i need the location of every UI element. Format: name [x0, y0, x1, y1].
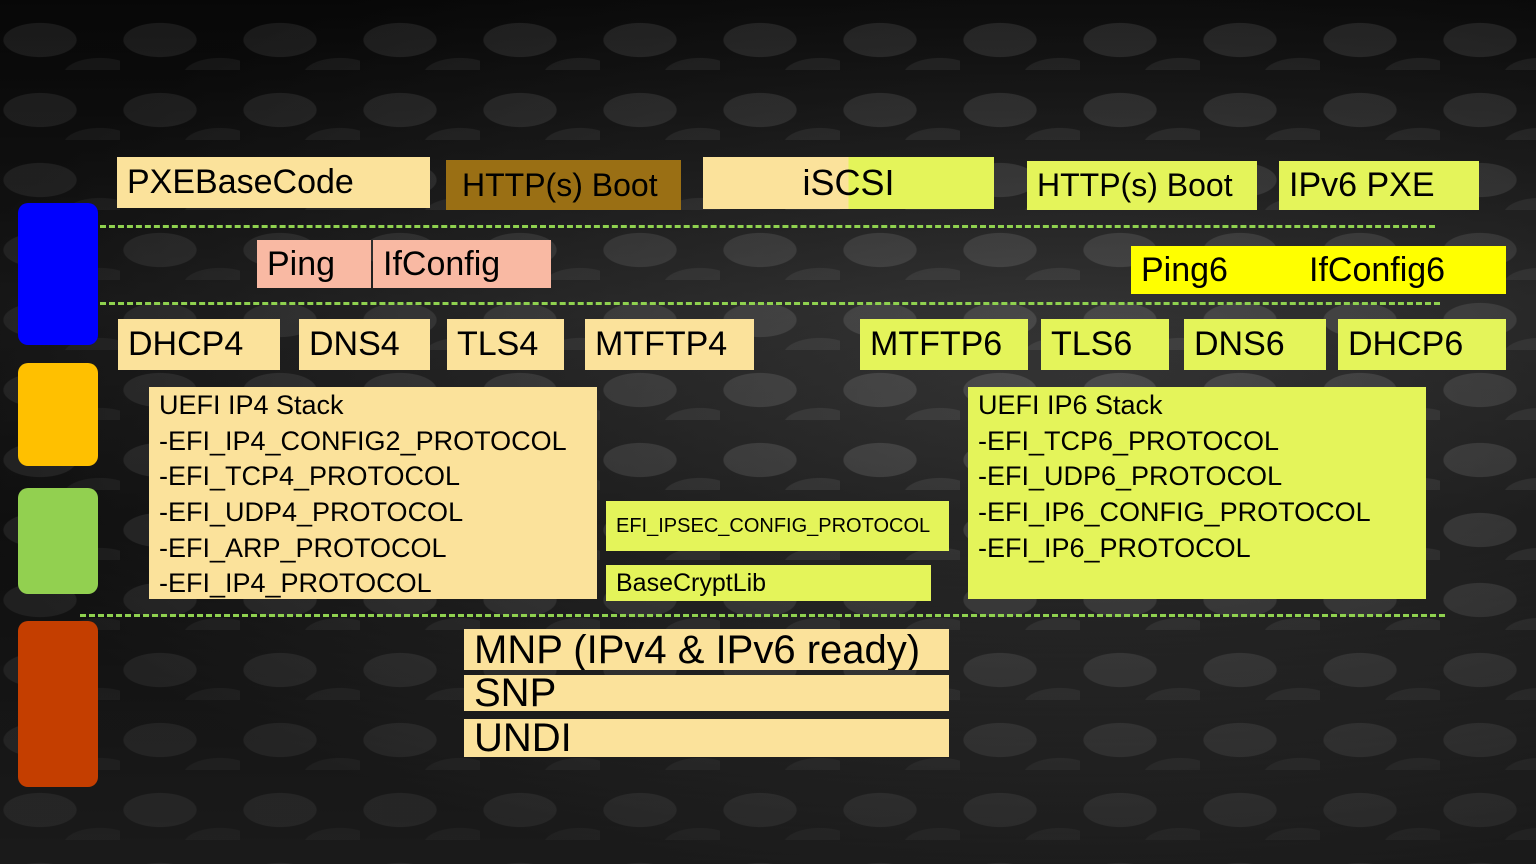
- ping-box: Ping: [257, 240, 371, 288]
- ip6-stack-line: -EFI_TCP6_PROTOCOL: [978, 425, 1280, 456]
- http-boot-ipv4-box: HTTP(s) Boot: [446, 160, 681, 210]
- ip4-stack-line: -EFI_TCP4_PROTOCOL: [159, 461, 461, 492]
- ifconfig-box: IfConfig: [373, 240, 551, 288]
- mnp-box: MNP (IPv4 & IPv6 ready): [464, 629, 949, 670]
- dns6-box: DNS6: [1184, 319, 1326, 370]
- ip6-stack-box: UEFI IP6 Stack -EFI_TCP6_PROTOCOL -EFI_U…: [968, 387, 1426, 599]
- tls6-box: TLS6: [1041, 319, 1169, 370]
- undi-box: UNDI: [464, 719, 949, 757]
- ip4-stack-title: UEFI IP4 Stack: [159, 390, 344, 420]
- separator-middle: [100, 302, 1440, 305]
- ip4-stack-line: -EFI_IP4_CONFIG2_PROTOCOL: [159, 425, 567, 456]
- ip4-stack-box: UEFI IP4 Stack -EFI_IP4_CONFIG2_PROTOCOL…: [149, 387, 597, 599]
- separator-top: [100, 225, 1435, 228]
- mtftp4-box: MTFTP4: [585, 319, 754, 370]
- mtftp6-box: MTFTP6: [860, 319, 1028, 370]
- ip4-stack-line: -EFI_IP4_PROTOCOL: [159, 568, 432, 599]
- base-crypt-lib-box: BaseCryptLib: [606, 565, 931, 601]
- layer-tab-drivers: [18, 621, 98, 787]
- layer-tab-stacks: [18, 488, 98, 594]
- ip6-stack-line: -EFI_IP6_PROTOCOL: [978, 532, 1251, 563]
- dhcp6-box: DHCP6: [1338, 319, 1506, 370]
- dns4-box: DNS4: [299, 319, 430, 370]
- iscsi-box: iSCSI: [703, 157, 994, 209]
- separator-bottom: [80, 614, 1445, 617]
- ip6-stack-line: -EFI_UDP6_PROTOCOL: [978, 461, 1283, 492]
- layer-tab-applications: [18, 203, 98, 345]
- dhcp4-box: DHCP4: [118, 319, 280, 370]
- ipv6-pxe-box: IPv6 PXE: [1279, 161, 1479, 210]
- snp-box: SNP: [464, 675, 949, 711]
- ipsec-config-protocol-box: EFI_IPSEC_CONFIG_PROTOCOL: [606, 501, 949, 551]
- ip4-stack-line: -EFI_UDP4_PROTOCOL: [159, 497, 464, 528]
- ip6-stack-line: -EFI_IP6_CONFIG_PROTOCOL: [978, 497, 1371, 528]
- tls4-box: TLS4: [447, 319, 564, 370]
- ip6-stack-title: UEFI IP6 Stack: [978, 390, 1163, 420]
- pxe-base-code-box: PXEBaseCode: [117, 157, 430, 208]
- ping6-box: Ping6: [1131, 246, 1299, 294]
- ip4-stack-line: -EFI_ARP_PROTOCOL: [159, 532, 447, 563]
- ifconfig6-box: IfConfig6: [1299, 246, 1506, 294]
- http-boot-ipv6-box: HTTP(s) Boot: [1027, 161, 1257, 210]
- layer-tab-services: [18, 363, 98, 466]
